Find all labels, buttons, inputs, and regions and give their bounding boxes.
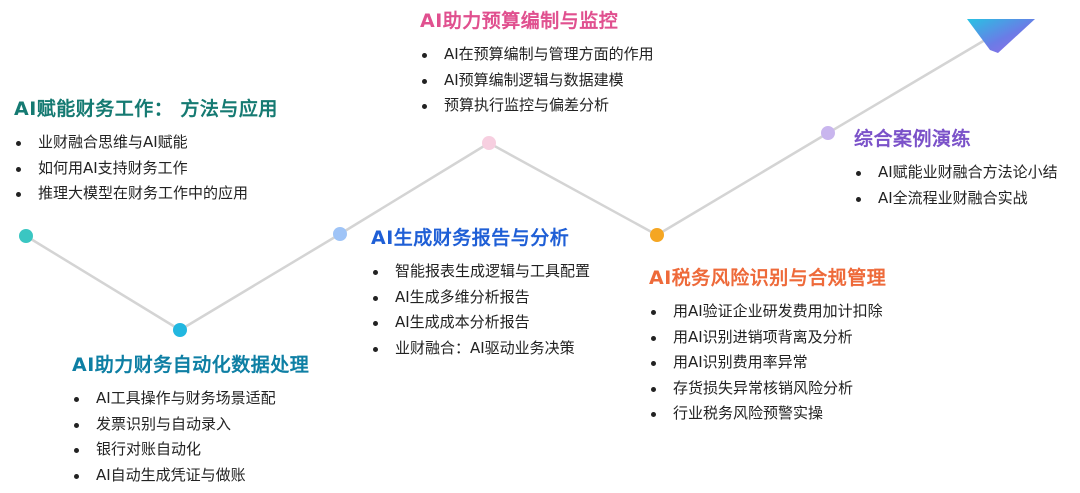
- stage-item: 银行对账自动化: [72, 437, 309, 463]
- stage-items: AI工具操作与财务场景适配 发票识别与自动录入 银行对账自动化 AI自动生成凭证…: [72, 386, 309, 488]
- stage-item: 业财融合思维与AI赋能: [14, 130, 278, 156]
- stage-item: 用AI识别费用率异常: [649, 350, 886, 376]
- stage-item: 预算执行监控与偏差分析: [420, 93, 654, 119]
- stage-title: AI生成财务报告与分析: [371, 227, 570, 249]
- stage-item: 发票识别与自动录入: [72, 412, 309, 438]
- stage-item: 推理大模型在财务工作中的应用: [14, 181, 278, 207]
- stage-item: AI自动生成凭证与做账: [72, 463, 309, 489]
- stage-item: AI工具操作与财务场景适配: [72, 386, 309, 412]
- stage-block-2: AI助力财务自动化数据处理 AI工具操作与财务场景适配 发票识别与自动录入 银行…: [72, 350, 309, 488]
- stage-item: 用AI验证企业研发费用加计扣除: [649, 299, 886, 325]
- stage-title: AI助力预算编制与监控: [420, 10, 619, 32]
- stage-node-1: [19, 229, 33, 243]
- stage-item: AI生成成本分析报告: [371, 310, 590, 336]
- stage-title: AI赋能财务工作： 方法与应用: [14, 98, 278, 120]
- stage-item: AI在预算编制与管理方面的作用: [420, 42, 654, 68]
- stage-item: 业财融合：AI驱动业务决策: [371, 336, 590, 362]
- stage-item: 存货损失异常核销风险分析: [649, 376, 886, 402]
- stage-items: 智能报表生成逻辑与工具配置 AI生成多维分析报告 AI生成成本分析报告 业财融合…: [371, 259, 590, 361]
- stage-items: 业财融合思维与AI赋能 如何用AI支持财务工作 推理大模型在财务工作中的应用: [14, 130, 278, 207]
- stage-title: 综合案例演练: [854, 128, 972, 150]
- stage-item: 行业税务风险预警实操: [649, 401, 886, 427]
- stage-block-4: AI助力预算编制与监控 AI在预算编制与管理方面的作用 AI预算编制逻辑与数据建…: [420, 6, 654, 119]
- stage-title: AI税务风险识别与合规管理: [649, 267, 887, 289]
- stage-items: 用AI验证企业研发费用加计扣除 用AI识别进销项背离及分析 用AI识别费用率异常…: [649, 299, 886, 427]
- stage-node-4: [482, 136, 496, 150]
- stage-node-2: [173, 323, 187, 337]
- stage-block-3: AI生成财务报告与分析 智能报表生成逻辑与工具配置 AI生成多维分析报告 AI生…: [371, 223, 590, 361]
- stage-item: AI预算编制逻辑与数据建模: [420, 68, 654, 94]
- stage-node-3: [333, 227, 347, 241]
- stage-block-5: AI税务风险识别与合规管理 用AI验证企业研发费用加计扣除 用AI识别进销项背离…: [649, 263, 886, 427]
- stage-block-6: 综合案例演练 AI赋能业财融合方法论小结 AI全流程业财融合实战: [854, 124, 1058, 211]
- stage-item: 智能报表生成逻辑与工具配置: [371, 259, 590, 285]
- stage-node-5: [650, 228, 664, 242]
- stage-items: AI在预算编制与管理方面的作用 AI预算编制逻辑与数据建模 预算执行监控与偏差分…: [420, 42, 654, 119]
- stage-item: AI全流程业财融合实战: [854, 186, 1058, 212]
- stage-items: AI赋能业财融合方法论小结 AI全流程业财融合实战: [854, 160, 1058, 211]
- stage-block-1: AI赋能财务工作： 方法与应用 业财融合思维与AI赋能 如何用AI支持财务工作 …: [14, 94, 278, 207]
- stage-title: AI助力财务自动化数据处理: [72, 354, 310, 376]
- stage-item: 如何用AI支持财务工作: [14, 156, 278, 182]
- stage-item: 用AI识别进销项背离及分析: [649, 325, 886, 351]
- stage-item: AI赋能业财融合方法论小结: [854, 160, 1058, 186]
- arrow-head-icon: [967, 19, 1035, 53]
- stage-node-6: [821, 126, 835, 140]
- stage-item: AI生成多维分析报告: [371, 285, 590, 311]
